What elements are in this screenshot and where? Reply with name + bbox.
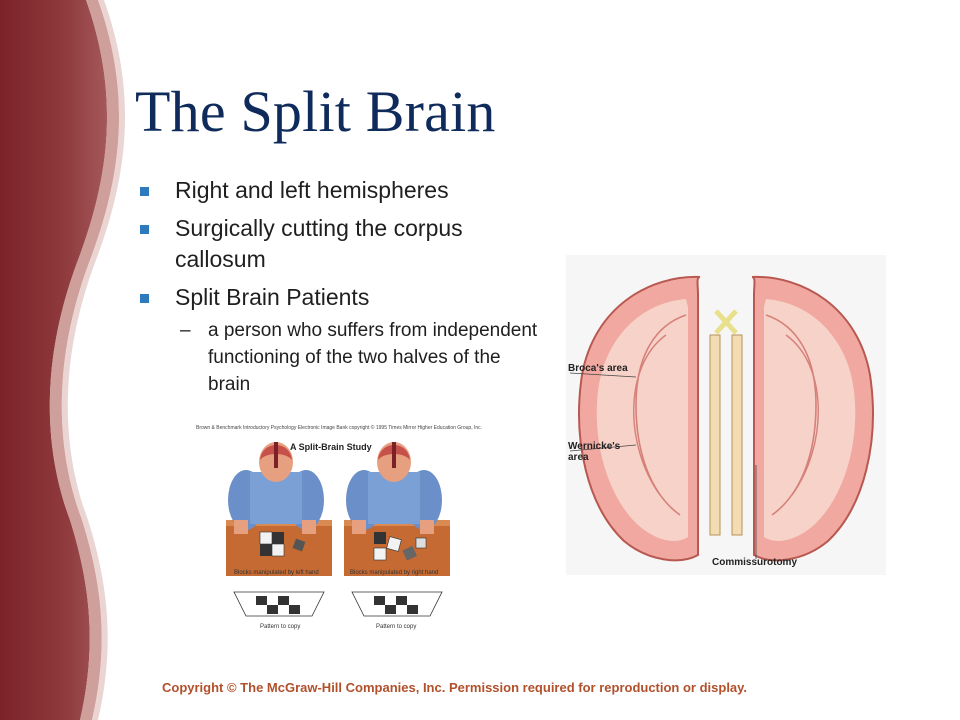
bullet-text: Right and left hemispheres <box>175 177 449 203</box>
brain-illustration <box>566 255 886 575</box>
left-panel-figure <box>226 442 332 617</box>
split-brain-study-illustration <box>226 442 450 617</box>
right-pattern-caption: Pattern to copy <box>376 624 417 630</box>
split-brain-study-figure: Brown & Benchmark Introductory Psycholog… <box>190 420 483 635</box>
bullet-text: Surgically cutting the corpus callosum <box>175 215 463 272</box>
wernicke-area-label: Wernicke's area <box>568 441 621 463</box>
commissurotomy-brain-figure: Broca's area Wernicke's area Commissurot… <box>566 255 886 575</box>
bullet-list: Right and left hemispheres Surgically cu… <box>138 175 538 405</box>
broca-area-label: Broca's area <box>568 363 628 374</box>
square-bullet-icon <box>140 294 149 303</box>
copyright-notice: Copyright © The McGraw-Hill Companies, I… <box>162 680 748 695</box>
slide-title: The Split Brain <box>135 79 496 144</box>
bullet-item: Surgically cutting the corpus callosum <box>138 213 538 275</box>
study-credit-text: Brown & Benchmark Introductory Psycholog… <box>196 425 483 431</box>
bullet-text: Split Brain Patients <box>175 284 370 310</box>
left-pattern-caption: Pattern to copy <box>260 624 301 630</box>
dash-marker: – <box>180 320 191 341</box>
commissurotomy-label: Commissurotomy <box>712 557 798 568</box>
study-title: A Split-Brain Study <box>290 442 372 452</box>
sub-bullet-list: – a person who suffers from independent … <box>180 317 538 398</box>
square-bullet-icon <box>140 225 149 234</box>
bullet-item: Right and left hemispheres <box>138 175 538 206</box>
sub-bullet-text: a person who suffers from independent fu… <box>208 320 538 395</box>
right-panel-figure <box>344 442 450 617</box>
bullet-item: Split Brain Patients – a person who suff… <box>138 282 538 398</box>
right-hand-caption: Blocks manipulated by right hand <box>350 570 439 576</box>
sub-bullet-item: – a person who suffers from independent … <box>180 317 538 398</box>
left-hand-caption: Blocks manipulated by left hand <box>234 570 319 576</box>
square-bullet-icon <box>140 187 149 196</box>
